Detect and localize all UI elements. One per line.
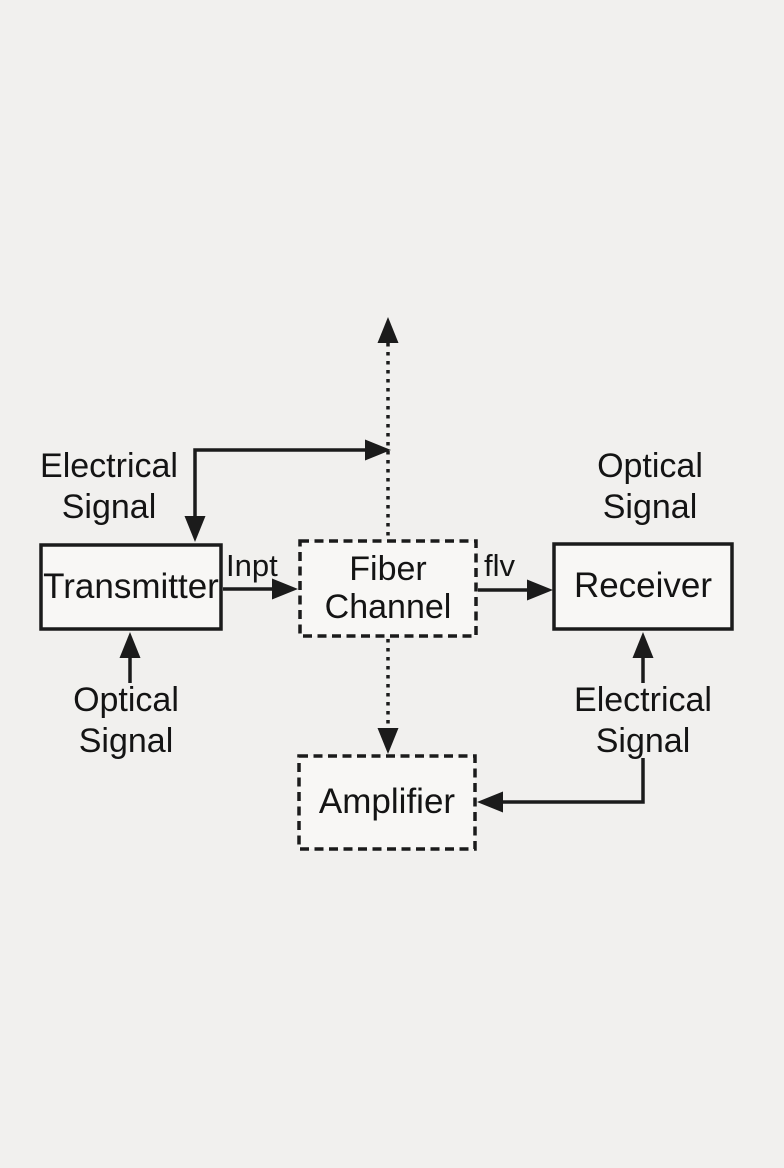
optical-signal-out-label: Optical Signal: [597, 447, 703, 527]
arrowhead-up-into-receiver: [632, 632, 654, 658]
transmitter-label: Transmitter: [43, 566, 219, 606]
fiber-channel-box: [298, 539, 478, 638]
flv-edge-label: flv: [484, 548, 515, 583]
amplifier-box: [297, 754, 477, 851]
arrowhead-left-into-amplifier: [477, 791, 503, 813]
arrowhead-up-axis: [377, 317, 399, 343]
arrowhead-into-fiber: [272, 578, 298, 600]
fiber-channel-label: Fiber Channel: [324, 550, 452, 626]
receiver-to-amplifier-elbow-line: [503, 758, 645, 804]
arrowhead-down-into-amplifier: [377, 728, 399, 754]
amplifier-label: Amplifier: [318, 782, 456, 822]
receiver-label: Receiver: [573, 566, 713, 606]
inpt-edge-label: Inpt: [226, 548, 278, 583]
electrical-signal-out-label: Electrical Signal: [574, 681, 712, 761]
arrowhead-right-to-axis: [365, 439, 391, 461]
electrical-signal-in-label: Electrical Signal: [40, 447, 178, 527]
arrowhead-up-into-transmitter: [119, 632, 141, 658]
electrical-in-elbow-line: [193, 448, 366, 517]
arrowhead-down-into-transmitter: [184, 516, 206, 542]
transmitter-box: [39, 543, 223, 631]
receiver-box: [552, 542, 734, 631]
arrowhead-into-receiver: [527, 579, 553, 601]
optical-signal-in-label: Optical Signal: [73, 681, 179, 761]
